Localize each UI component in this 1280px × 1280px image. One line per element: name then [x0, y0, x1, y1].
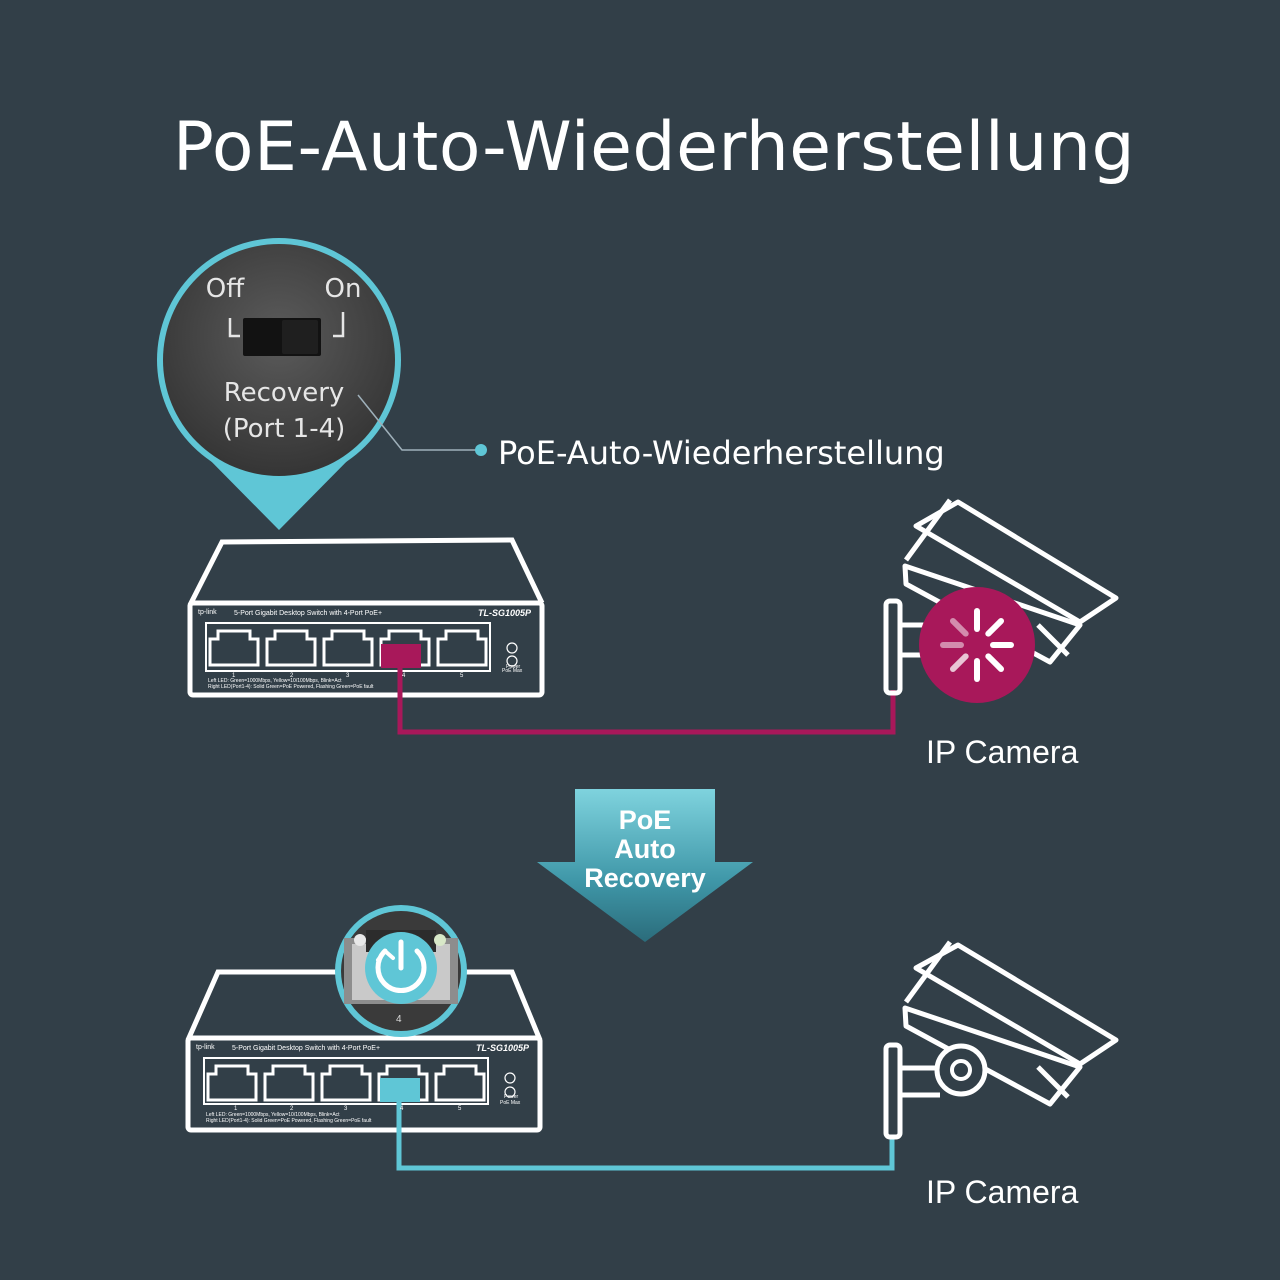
callout-dot	[475, 444, 487, 456]
poe-max-led-bottom	[504, 1086, 516, 1098]
switch-on-label: On	[324, 274, 362, 304]
port-number-3-bottom: 3	[344, 1106, 348, 1112]
ip-camera-bottom	[883, 940, 1119, 1140]
page-title: PoE-Auto-Wiederherstellung	[172, 108, 1136, 187]
zoom-port-number: 4	[396, 1014, 402, 1025]
power-led-top	[506, 642, 518, 654]
switch-off-label: Off	[205, 274, 245, 304]
camera-bottom-label: IP Camera	[926, 1174, 1079, 1210]
port-number-4-top: 4	[402, 673, 406, 679]
port-number-5-bottom: 5	[458, 1106, 462, 1112]
cable-fault	[397, 668, 896, 735]
top-port-3	[322, 629, 374, 667]
cable-ok	[396, 1102, 895, 1171]
port-number-5-top: 5	[460, 673, 464, 679]
top-port-1	[208, 629, 260, 667]
model-label-top: TL-SG1005P	[478, 608, 532, 618]
port-number-2-top: 2	[290, 673, 294, 679]
port-row-top	[208, 629, 488, 667]
power-led-label-top: Power	[506, 664, 521, 670]
port-row-bottom	[206, 1064, 486, 1102]
power-recovery-icon	[365, 932, 437, 1004]
poe-max-led-label-top: PoE Max	[502, 668, 523, 674]
bottom-port-3	[320, 1064, 372, 1102]
loading-spinner-icon	[940, 608, 1014, 682]
poe-max-led-top	[506, 655, 518, 667]
port-number-2-bottom: 2	[290, 1106, 294, 1112]
top-port-2	[265, 629, 317, 667]
spinner-spoke	[985, 653, 1005, 673]
led-legend-line2-bottom: Right LED(Port1-4): Solid Green=PoE Powe…	[206, 1118, 372, 1124]
bottom-port-5	[434, 1064, 486, 1102]
arrow-text-line3: Recovery	[584, 863, 706, 893]
callout-label: PoE-Auto-Wiederherstellung	[498, 434, 945, 472]
brand-logo-bottom: tp-link	[196, 1044, 215, 1051]
ip-camera-top	[883, 498, 1119, 703]
brand-logo-top: tp-link	[198, 609, 217, 616]
power-led-label-bottom: Power	[504, 1094, 519, 1100]
dip-switch	[228, 312, 345, 356]
auto-recovery-arrow	[537, 789, 753, 942]
device-description-top: 5-Port Gigabit Desktop Switch with 4-Por…	[234, 610, 383, 617]
arrow-text-line2: Auto	[614, 834, 676, 864]
bottom-port-2	[263, 1064, 315, 1102]
camera-top-label: IP Camera	[926, 734, 1079, 770]
top-port-5	[436, 629, 488, 667]
port-number-1-top: 1	[232, 673, 236, 679]
arrow-text-line1: PoE	[618, 805, 672, 835]
poe-max-led-label-bottom: PoE Max	[500, 1100, 521, 1106]
port4-ok-highlight	[380, 1078, 420, 1102]
device-description-bottom: 5-Port Gigabit Desktop Switch with 4-Por…	[232, 1045, 381, 1052]
switch-name-label: Recovery	[223, 378, 345, 408]
spinner-spoke	[949, 617, 969, 637]
port4-fault-highlight	[381, 644, 421, 668]
led-legend-line1-bottom: Left LED: Green=1000Mbps, Yellow=10/100M…	[206, 1112, 340, 1118]
model-label-bottom: TL-SG1005P	[476, 1043, 530, 1053]
port-number-4-bottom: 4	[400, 1106, 404, 1112]
spinner-spoke	[949, 653, 969, 673]
port-number-3-top: 3	[346, 673, 350, 679]
port-number-1-bottom: 1	[234, 1106, 238, 1112]
poe-switch-top	[187, 537, 545, 698]
switch-ports-label: (Port 1-4)	[222, 414, 346, 444]
led-legend-line1-top: Left LED: Green=1000Mbps, Yellow=10/100M…	[208, 678, 342, 684]
bottom-port-1	[206, 1064, 258, 1102]
spinner-spoke	[985, 617, 1005, 637]
auto-recovery-arrow-text: PoE Auto Recovery	[575, 806, 715, 893]
recovery-switch-callout	[157, 238, 401, 530]
led-legend-line2-top: Right LED(Port1-4): Solid Green=PoE Powe…	[208, 684, 374, 690]
power-led-bottom	[504, 1072, 516, 1084]
callout-leader-line	[357, 394, 478, 451]
